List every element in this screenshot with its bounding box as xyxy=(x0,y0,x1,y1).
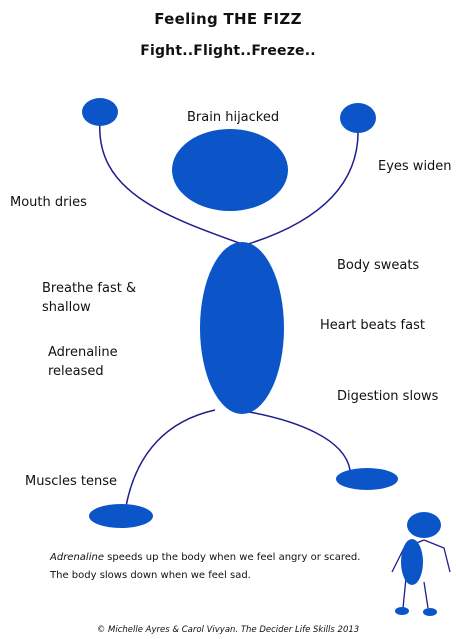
right-leg xyxy=(238,410,350,470)
small-figure-right-foot xyxy=(423,608,437,616)
right-hand xyxy=(340,103,376,133)
left-foot xyxy=(89,504,153,528)
label-breathe-line1: Breathe fast & xyxy=(42,278,136,299)
label-muscles-tense: Muscles tense xyxy=(25,471,117,492)
label-mouth-dries: Mouth dries xyxy=(10,192,87,213)
small-figure-left-foot xyxy=(395,607,409,615)
head xyxy=(172,129,288,211)
left-leg xyxy=(125,410,215,512)
small-figure-icon xyxy=(392,512,450,616)
left-hand xyxy=(82,98,118,126)
label-adrenaline-line1: Adrenaline xyxy=(48,342,118,363)
label-heart-beats-fast: Heart beats fast xyxy=(320,315,425,336)
small-figure-body xyxy=(401,539,423,585)
body xyxy=(200,242,284,414)
label-eyes-widen: Eyes widen xyxy=(378,156,452,177)
label-adrenaline-line2: released xyxy=(48,361,104,382)
caption-adrenaline-word: Adrenaline xyxy=(50,552,104,563)
label-digestion-slows: Digestion slows xyxy=(337,386,438,407)
right-foot xyxy=(336,468,398,490)
caption-line-2: The body slows down when we feel sad. xyxy=(50,567,360,585)
label-breathe-line2: shallow xyxy=(42,297,91,318)
caption-line-1: Adrenaline speeds up the body when we fe… xyxy=(50,549,360,567)
label-brain-hijacked: Brain hijacked xyxy=(187,107,279,128)
caption-line-1-rest: speeds up the body when we feel angry or… xyxy=(104,552,360,563)
copyright-notice: © Michelle Ayres & Carol Vivyan. The Dec… xyxy=(0,625,456,635)
label-body-sweats: Body sweats xyxy=(337,255,419,276)
small-figure-head xyxy=(407,512,441,538)
caption: Adrenaline speeds up the body when we fe… xyxy=(50,549,360,585)
